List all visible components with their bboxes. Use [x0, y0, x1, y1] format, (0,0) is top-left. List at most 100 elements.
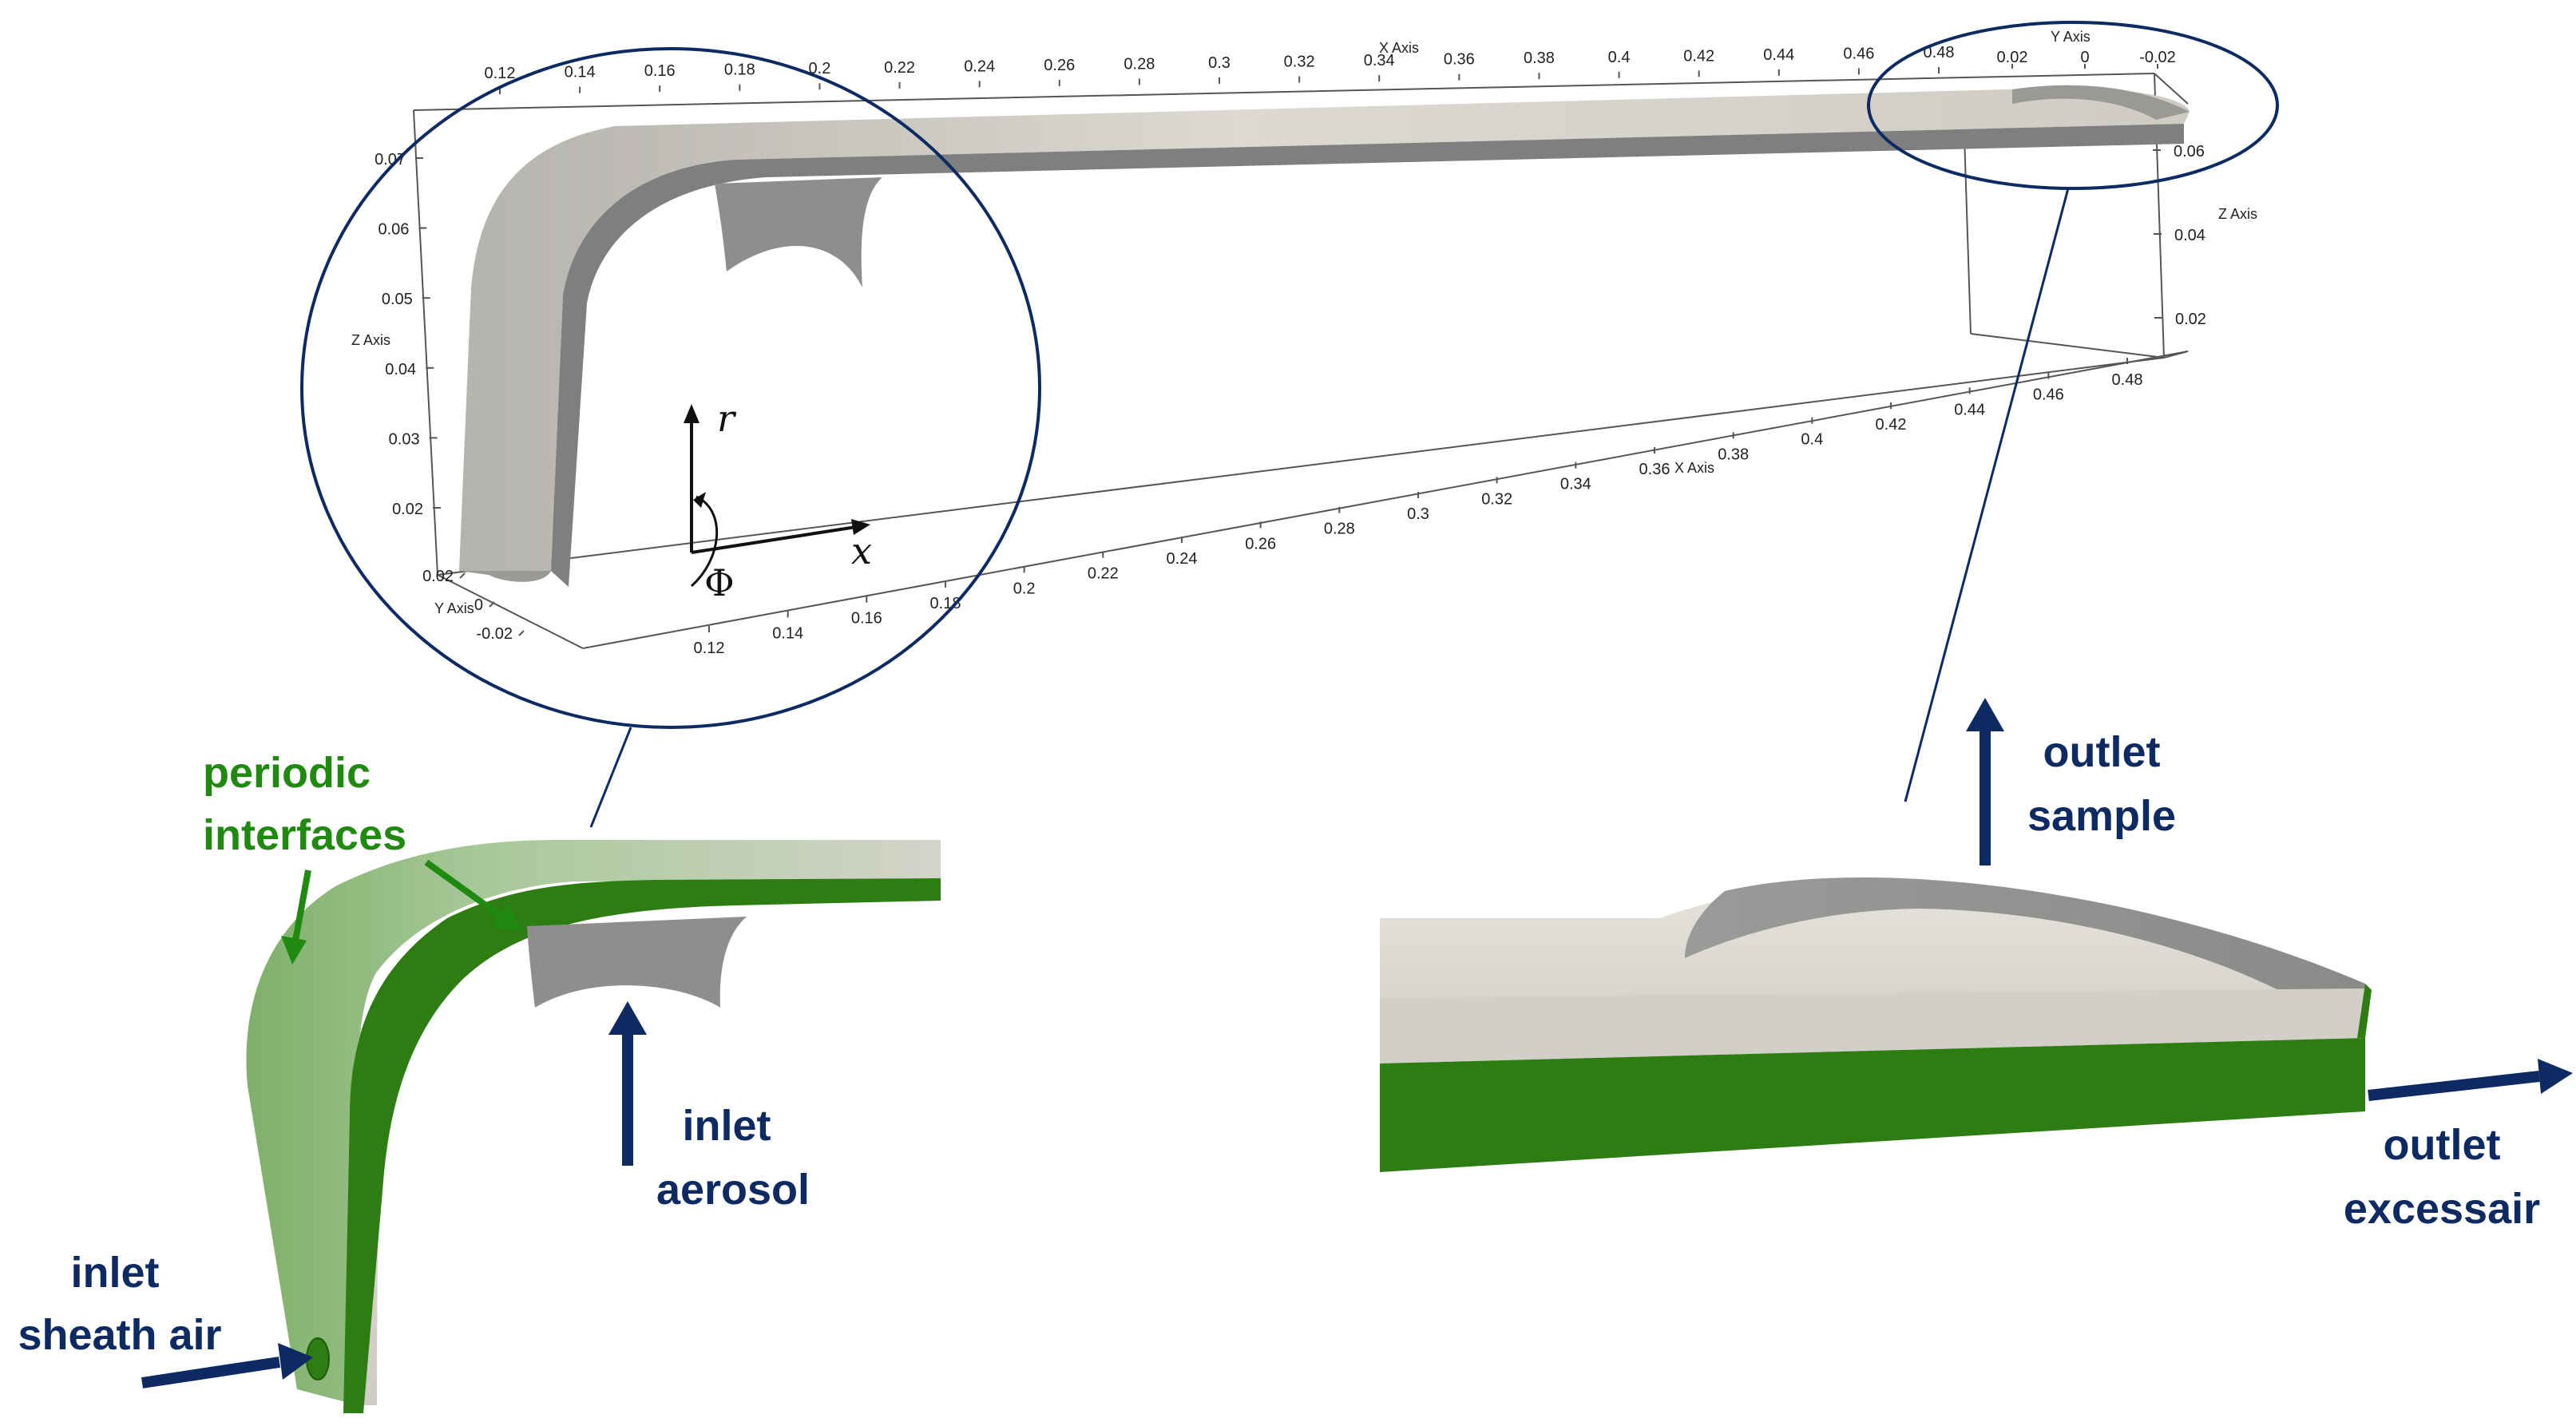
- channel-wall: [551, 124, 2184, 587]
- x-tick-top: 0.18: [724, 61, 755, 79]
- zoom-circle-right: [1867, 21, 2279, 190]
- label-outlet-sample-line2: sample: [2027, 792, 2176, 840]
- x-tick-bottom: 0.2: [1013, 580, 1036, 597]
- x-tick-top: 0.24: [964, 57, 995, 75]
- label-outlet-excess-line2: excessair: [2344, 1185, 2540, 1233]
- channel-top-surface: [459, 88, 2190, 571]
- zoom-leader-right: [1904, 188, 2070, 802]
- zoom-circle-left: [300, 47, 1041, 729]
- x-tick-top: 0.3: [1208, 54, 1231, 72]
- y-tick-right: 0: [2080, 49, 2089, 66]
- z-tick-left: 0.07: [375, 151, 406, 168]
- x-axis-title-bottom: X Axis: [1674, 460, 1714, 476]
- y-axis-ticks-left: 0.02 0 -0.02: [422, 568, 525, 643]
- outlet-detail: [1380, 877, 2372, 1172]
- coordinate-system: [684, 404, 870, 588]
- label-inlet-sheath-line2: sheath air: [18, 1311, 221, 1359]
- zoom-leader-left: [589, 727, 632, 828]
- label-periodic-line1: periodic: [203, 749, 371, 797]
- x-tick-bottom: 0.38: [1718, 446, 1749, 463]
- inlet-detail: [246, 840, 941, 1413]
- label-outlet-excess-line1: outlet: [2384, 1121, 2501, 1169]
- z-tick-left: 0.02: [392, 501, 423, 518]
- callouts: periodic interfaces inlet aerosol inlet …: [18, 728, 2540, 1359]
- y-axis-title-right: Y Axis: [2051, 29, 2091, 45]
- label-outlet-sample-line1: outlet: [2043, 728, 2161, 776]
- outlet-dome-wall: [1685, 877, 2365, 1038]
- x-tick-bottom: 0.26: [1245, 535, 1276, 553]
- x-tick-top: 0.42: [1683, 47, 1714, 65]
- z-axis-title-right: Z Axis: [2218, 206, 2257, 222]
- y-tick-left-mark: [518, 630, 525, 636]
- x-tick-top: 0.46: [1843, 45, 1874, 62]
- x-tick-bottom: 0.36: [1639, 461, 1670, 478]
- y-tick-left-mark: [459, 572, 466, 579]
- y-tick-left: -0.02: [476, 625, 513, 643]
- outlet-inner-floor: [1380, 988, 2365, 1064]
- outlet-green-face: [1380, 1038, 2365, 1172]
- x-tick-bottom: 0.4: [1801, 431, 1823, 449]
- y-tick-left: 0: [474, 596, 483, 614]
- z-tick-left: 0.03: [389, 430, 420, 448]
- y-tick-right: -0.02: [2139, 49, 2176, 66]
- x-axis-title-top: X Axis: [1379, 40, 1419, 56]
- x-tick-bottom: 0.14: [772, 624, 803, 642]
- x-tick-top: 0.48: [1924, 44, 1955, 61]
- x-tick-top: 0.36: [1444, 51, 1475, 69]
- y-axis-ticks-right: 0.02 0 -0.02: [1997, 49, 2176, 69]
- y-tick-right: 0.02: [1997, 49, 2028, 66]
- z-tick-left: 0.06: [378, 221, 409, 239]
- x-tick-top: 0.32: [1284, 53, 1315, 71]
- y-axis-title-left: Y Axis: [434, 600, 474, 616]
- x-tick-bottom: 0.22: [1088, 565, 1119, 583]
- aerosol-inlet-3d: [715, 177, 882, 287]
- x-tick-bottom: 0.24: [1167, 550, 1198, 568]
- x-tick-bottom: 0.44: [1954, 401, 1985, 418]
- z-tick-right: 0.04: [2174, 227, 2205, 244]
- bounding-box: [413, 73, 2189, 649]
- x-tick-bottom: 0.3: [1407, 505, 1429, 523]
- x-tick-top: 0.26: [1044, 57, 1075, 74]
- aerosol-inlet-cut: [527, 917, 747, 1008]
- x-coord-label: x: [851, 529, 872, 572]
- x-tick-top: 0.28: [1124, 55, 1155, 73]
- y-tick-left-mark: [489, 601, 495, 608]
- x-tick-top: 0.4: [1608, 49, 1631, 66]
- x-tick-bottom: 0.16: [851, 610, 882, 628]
- x-tick-bottom: 0.34: [1560, 476, 1591, 493]
- label-inlet-aerosol-line2: aerosol: [656, 1166, 810, 1214]
- x-tick-bottom: 0.46: [2033, 386, 2064, 404]
- channel-inner-surface: [459, 571, 551, 582]
- x-tick-bottom: 0.12: [694, 640, 725, 657]
- x-tick-bottom: 0.28: [1324, 521, 1355, 538]
- label-periodic-line2: interfaces: [203, 811, 406, 859]
- x-tick-top: 0.2: [809, 60, 831, 77]
- x-tick-bottom: 0.32: [1481, 490, 1512, 508]
- x-tick-top: 0.38: [1524, 50, 1555, 67]
- z-axis-ticks-left: 0.070.060.050.040.030.02: [375, 151, 441, 518]
- dma-channel-3d: [459, 85, 2190, 587]
- z-axis-title-left: Z Axis: [351, 332, 390, 348]
- label-inlet-sheath-line1: inlet: [70, 1249, 159, 1297]
- phi-label: Φ: [704, 561, 735, 604]
- flow-arrows: [141, 698, 2573, 1388]
- arrow-periodic-1: [292, 869, 311, 941]
- y-tick-left: 0.02: [422, 568, 454, 585]
- outlet-green-edge: [2357, 984, 2372, 1038]
- z-tick-left: 0.05: [382, 291, 413, 308]
- outlet-dome-3d: [2012, 85, 2190, 120]
- arrow-outlet-excess: [2368, 1071, 2540, 1101]
- plot-3d: 0.12 0.14 0.16 0.18 0.2 0.22 0.24 0.26 0.28 0.3 0.…: [351, 29, 2257, 657]
- arrow-periodic-2: [424, 859, 504, 920]
- x-tick-top: 0.22: [884, 59, 915, 77]
- x-tick-top: 0.34: [1364, 52, 1395, 69]
- r-label: r: [717, 397, 737, 440]
- x-tick-top: 0.16: [644, 62, 676, 80]
- x-axis-ticks-bottom: 0.120.140.160.180.20.220.240.260.280.30.…: [694, 358, 2143, 657]
- arrow-inlet-sheath: [141, 1357, 281, 1388]
- x-tick-bottom: 0.48: [2112, 371, 2143, 389]
- z-tick-right: 0.06: [2174, 143, 2205, 160]
- x-tick-top: 0.12: [485, 65, 516, 82]
